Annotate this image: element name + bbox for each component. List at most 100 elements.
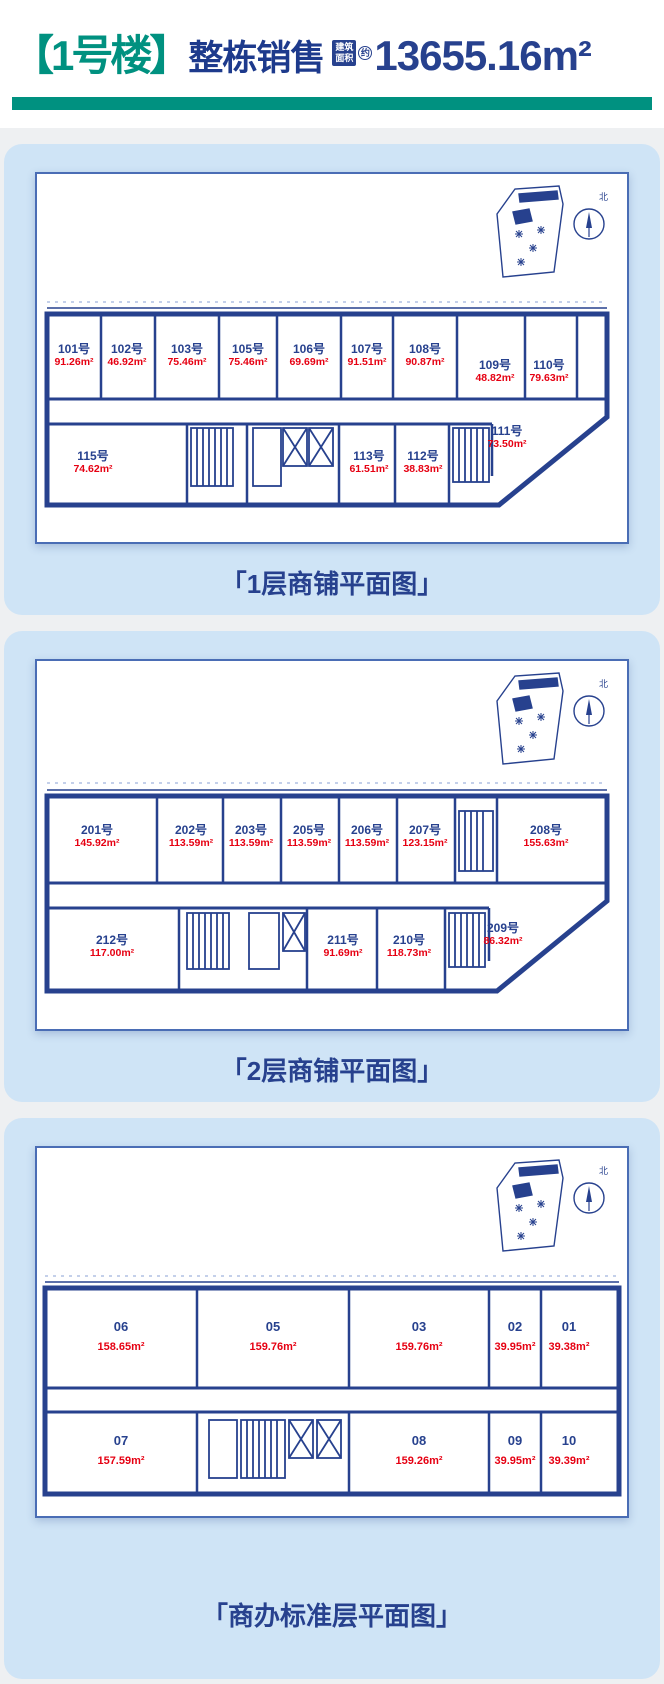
stair-icon — [452, 427, 490, 483]
header-divider-bar — [12, 97, 652, 110]
unit-area: 90.87m² — [405, 356, 445, 368]
floor2-caption: 「2层商铺平面图」 — [220, 1056, 444, 1086]
badge-line-2: 面积 — [335, 52, 354, 63]
unit-number: 109号 — [478, 358, 512, 372]
stair-icon — [448, 912, 486, 968]
building-title: 【1号楼】 — [12, 32, 191, 79]
unit-label: 10 39.39m² — [549, 1434, 590, 1468]
unit-area: 118.73m² — [386, 947, 432, 959]
unit-label: 03 159.76m² — [395, 1320, 442, 1354]
approx-mark: 约 — [358, 45, 373, 60]
unit-number: 108号 — [408, 342, 442, 356]
page-header: 【1号楼】 整栋销售 建筑 面积 约 13655.16m² — [0, 0, 664, 128]
unit-area: 75.46m² — [167, 356, 207, 368]
site-plan-icon: 北 — [496, 185, 608, 278]
unit-area: 117.00m² — [89, 947, 135, 959]
north-label: 北 — [599, 192, 608, 202]
washroom-icon — [252, 427, 282, 487]
unit-number: 107号 — [350, 342, 384, 356]
unit-number: 212号 — [95, 933, 129, 947]
standard-floor-drawing — [42, 1275, 622, 1497]
header-title-line: 【1号楼】 整栋销售 建筑 面积 约 13655.16m² — [12, 22, 652, 83]
floor1-drawing — [44, 301, 610, 508]
sale-subtitle: 整栋销售 — [188, 39, 325, 78]
stair-icon — [240, 1419, 286, 1479]
unit-number: 09 — [507, 1433, 523, 1448]
unit-area: 91.51m² — [347, 356, 387, 368]
unit-number: 201号 — [80, 823, 114, 837]
unit-number: 103号 — [170, 342, 204, 356]
unit-area: 39.95m² — [494, 1341, 536, 1353]
unit-area: 158.65m² — [97, 1341, 145, 1353]
floor2-drawing — [44, 782, 610, 994]
unit-area: 123.15m² — [402, 837, 448, 849]
unit-label: 01 39.38m² — [549, 1320, 590, 1354]
unit-number: 111号 — [491, 424, 523, 438]
north-compass-icon: 北 — [573, 679, 608, 727]
unit-number: 211号 — [327, 933, 359, 947]
north-label: 北 — [599, 1166, 608, 1176]
unit-area: 159.76m² — [395, 1341, 443, 1353]
site-plan-icon: 北 — [496, 1159, 608, 1252]
unit-area: 145.92m² — [74, 837, 120, 849]
unit-number: 112号 — [407, 449, 439, 463]
unit-area: 86.32m² — [483, 935, 523, 947]
unit-area: 79.63m² — [529, 372, 569, 384]
unit-number: 207号 — [408, 823, 442, 837]
unit-area: 74.62m² — [73, 463, 113, 475]
unit-number: 03 — [411, 1319, 427, 1334]
unit-area: 69.69m² — [289, 356, 329, 368]
unit-number: 203号 — [234, 823, 268, 837]
tree-icons — [515, 1200, 545, 1240]
unit-number: 10 — [561, 1433, 577, 1448]
washroom-icon — [208, 1419, 238, 1479]
unit-area: 73.50m² — [487, 438, 527, 450]
unit-area: 39.39m² — [548, 1455, 590, 1467]
unit-number: 07 — [113, 1433, 129, 1448]
unit-area: 38.83m² — [403, 463, 443, 475]
unit-area: 159.76m² — [249, 1341, 297, 1353]
total-area-value: 13655.16m² — [374, 32, 592, 79]
unit-area: 39.38m² — [548, 1341, 590, 1353]
unit-area: 91.26m² — [54, 356, 94, 368]
unit-area: 48.82m² — [475, 372, 515, 384]
floor1-caption: 「1层商铺平面图」 — [220, 569, 444, 599]
north-compass-icon: 北 — [573, 1166, 608, 1214]
site-plan-icon: 北 — [496, 672, 608, 765]
unit-number: 115号 — [77, 449, 109, 463]
unit-number: 209号 — [486, 921, 520, 935]
unit-number: 01 — [561, 1319, 577, 1334]
unit-area: 61.51m² — [349, 463, 389, 475]
unit-area: 91.69m² — [323, 947, 363, 959]
stair-icon — [190, 427, 234, 487]
badge-line-1: 建筑 — [335, 41, 354, 52]
unit-area: 113.59m² — [344, 837, 390, 849]
elevator-icon — [282, 427, 334, 467]
unit-area: 159.26m² — [395, 1455, 443, 1467]
elevator-icon — [282, 912, 306, 952]
